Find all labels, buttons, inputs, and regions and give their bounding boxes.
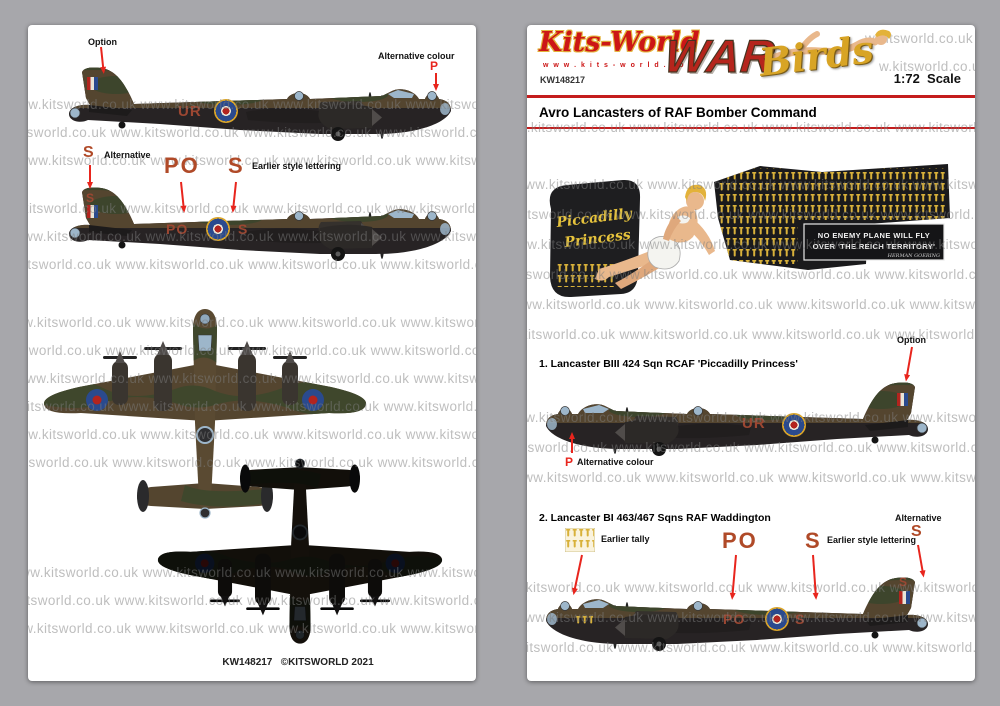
specimen-letter-s: S (228, 153, 245, 178)
fin-flash (899, 591, 910, 604)
pinup-logo-art (771, 29, 891, 61)
alt-colour-letter-specimen: P (430, 59, 439, 73)
quote-signature: HERMAN GOERING (887, 253, 940, 259)
alternative-label: Alternative (895, 513, 942, 523)
fin-flash (87, 77, 98, 90)
item2-label: 2. Lancaster BI 463/467 Sqns RAF Wadding… (539, 512, 771, 524)
alt-letter-specimen: S (83, 144, 94, 161)
title-underline (527, 127, 975, 129)
fuselage-code: S (238, 221, 249, 237)
earlier-tally-icon (565, 528, 595, 552)
alternative-colour-label: Alternative colour (378, 51, 455, 61)
fin-flash (87, 205, 98, 218)
alternative-colour-label: Alternative colour (577, 457, 654, 467)
fuselage-code: UR (178, 103, 202, 120)
earlier-style-label: Earlier style lettering (252, 161, 342, 171)
header-divider (527, 95, 975, 98)
footer-text: KW148217 ©KITSWORLD 2021 (222, 657, 374, 668)
fin-letter: S (899, 575, 908, 589)
sheet-number: KW148217 (540, 75, 586, 85)
fuselage-code: PO (166, 221, 189, 237)
fuselage-roundel (765, 607, 789, 631)
kitsworld-logo: Kits-World (539, 27, 700, 58)
earlier-style-label: Earlier style lettering (827, 535, 917, 545)
fin-flash (897, 393, 908, 406)
option-label: Option (897, 335, 926, 345)
lancaster-underside-art (150, 437, 450, 649)
right-page: w.kitsworld.co.uk www.kitsworld.co w.kit… (527, 25, 975, 681)
underside-plan-view (150, 437, 450, 654)
fin-letter: S (86, 191, 95, 205)
annotation-arrow (568, 432, 575, 453)
specimen-letters-po: PO (722, 528, 758, 553)
lancaster-side-art (539, 565, 959, 665)
specimen-letters-po: PO (164, 153, 200, 178)
fuselage-roundel (206, 217, 230, 241)
specimen-letter-s: S (805, 528, 822, 553)
fuselage-roundel (214, 99, 238, 123)
nose-tally-decal (575, 615, 593, 627)
alt-letter-specimen: S (911, 523, 922, 540)
alternative-label: Alternative (104, 150, 151, 160)
fuselage-code: UR (742, 415, 766, 432)
quote-line2: OVER 'THE REICH TERRITORY' (813, 242, 936, 251)
kitsworld-url: w w w . k i t s - w o r l d . c o m (543, 62, 697, 69)
alt-colour-letter-specimen: P (565, 455, 574, 469)
quote-line1: NO ENEMY PLANE WILL FLY (818, 231, 930, 240)
earlier-tally-label: Earlier tally (601, 534, 650, 544)
fuselage-code: PO (723, 611, 746, 627)
annotation-arrow (86, 165, 93, 189)
pinup-girl-art (595, 184, 715, 289)
bomb-tally-art: NO ENEMY PLANE WILL FLY OVER 'THE REICH … (714, 164, 950, 270)
quote-box (803, 223, 945, 261)
option-label: Option (88, 37, 117, 47)
annotation-arrow (432, 73, 439, 91)
fuselage-roundel (782, 413, 806, 437)
left-page: www.kitsworld.co.uk www.kitsworld.co.uk … (28, 25, 476, 681)
birds-logo: Birds (756, 26, 876, 85)
item1-label: 1. Lancaster BIII 424 Sqn RCAF 'Piccadil… (539, 358, 798, 370)
fuselage-code: S (795, 611, 806, 627)
nose-art-piccadilly: Piccadilly Princess (549, 179, 715, 298)
watermark-line: www.kitsworld.co.uk www.kitsworld.co.uk … (527, 470, 975, 485)
annotation-arrow (917, 544, 925, 575)
side-profile-2-starboard (539, 565, 959, 665)
page-title: Avro Lancasters of RAF Bomber Command (539, 105, 817, 120)
scale-label: 1:72 Scale (893, 71, 961, 86)
